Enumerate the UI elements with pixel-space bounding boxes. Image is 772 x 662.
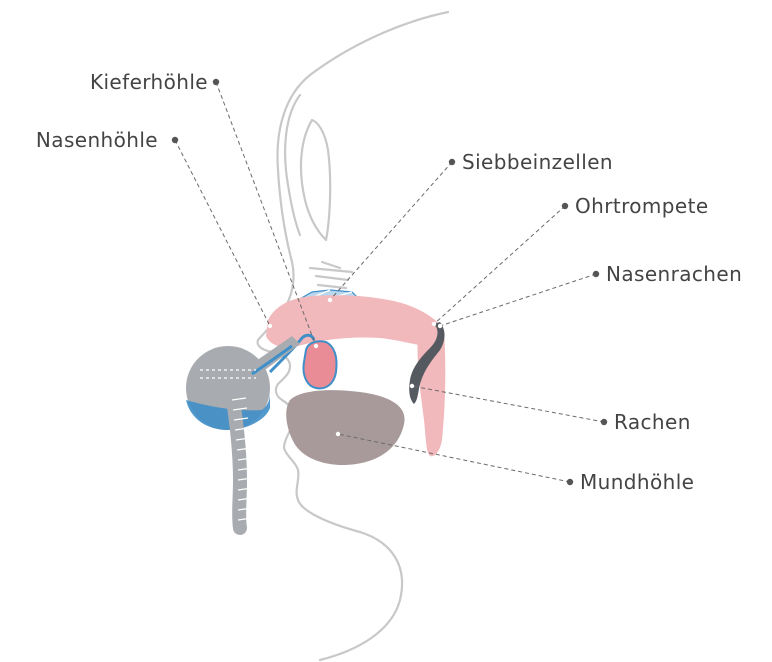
device-tube-ribs [231, 397, 253, 521]
dot-rachen [600, 418, 608, 426]
leader-lines [174, 81, 605, 483]
label-rachen: Rachen [614, 410, 691, 434]
oral-cavity [286, 390, 405, 466]
head-profile [256, 10, 450, 662]
label-ohrtrompete: Ohrtrompete [575, 194, 709, 218]
endpoint-rachen [409, 383, 415, 389]
device-nozzle-blue [251, 344, 293, 376]
eustachian-tube [409, 322, 445, 404]
face-profile-outline [256, 10, 450, 662]
dot-siebbeinzellen [448, 158, 456, 166]
sinus-blue-channel [268, 333, 316, 374]
endpoint-nasenrachen [437, 323, 443, 329]
dot-nasenrachen [592, 270, 600, 278]
nasal-rinse-device [186, 336, 300, 535]
maxillary-sinus [302, 340, 338, 390]
brow-line [284, 93, 302, 237]
label-siebbeinzellen: Siebbeinzellen [462, 150, 613, 174]
label-dots [171, 78, 608, 486]
leader-nasenhoehle [174, 139, 271, 327]
dot-kieferhoehle [212, 78, 220, 86]
labels: Kieferhöhle Nasenhöhle Siebbeinzellen Oh… [36, 70, 742, 494]
label-nasenrachen: Nasenrachen [606, 262, 742, 286]
leader-kieferhoehle [215, 81, 317, 347]
dot-nasenhoehle [171, 136, 179, 144]
label-mundhoehle: Mundhöhle [580, 470, 694, 494]
dot-ohrtrompete [561, 202, 569, 210]
dot-mundhoehle [566, 478, 574, 486]
leader-siebbeinzellen [329, 161, 453, 301]
label-kieferhoehle: Kieferhöhle [90, 70, 208, 94]
label-nasenhoehle: Nasenhöhle [36, 128, 158, 152]
orbit-floor-lines [308, 260, 354, 290]
endpoint-ohrtrompete [431, 321, 437, 327]
leader-ohrtrompete [433, 205, 566, 325]
endpoint-kieferhoehle [313, 343, 319, 349]
endpoint-mundhoehle [335, 431, 341, 437]
leader-mundhoehle [337, 433, 571, 483]
eye-orbit [299, 118, 332, 242]
endpoint-nasenhoehle [267, 323, 273, 329]
leader-rachen [411, 385, 605, 423]
leader-nasenrachen [439, 273, 597, 327]
endpoint-siebbeinzellen [327, 297, 333, 303]
leader-endpoints [267, 297, 443, 437]
